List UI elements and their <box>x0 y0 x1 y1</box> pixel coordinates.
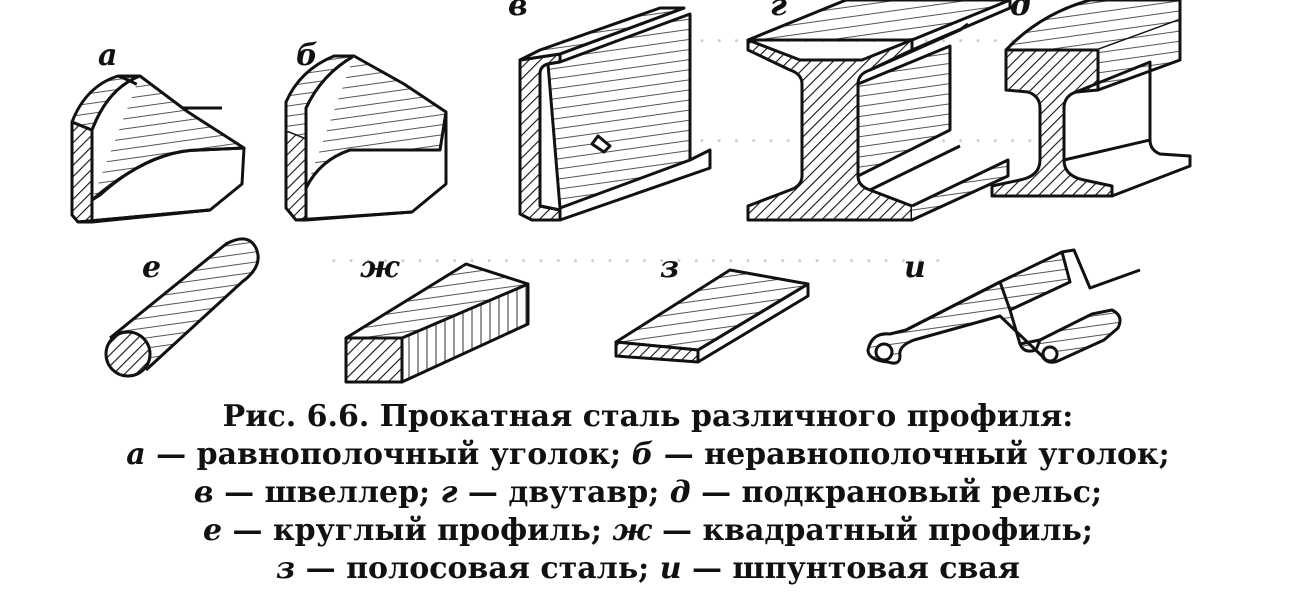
label-e: е <box>142 250 162 285</box>
caption-key: д <box>669 475 691 510</box>
caption-line-4: з — полосовая сталь; и — шпунтовая свая <box>60 550 1236 588</box>
label-d: д <box>1010 0 1031 23</box>
caption-text: — подкрановый рельс; <box>690 475 1103 510</box>
square-bar-drawing <box>344 262 530 384</box>
caption-key: а <box>126 437 146 472</box>
caption-key: г <box>440 475 458 510</box>
sheet-pile-drawing <box>866 248 1141 365</box>
caption-text: — двутавр; <box>457 475 670 510</box>
label-b: б <box>296 38 318 73</box>
caption-text: — равнополочный уголок; <box>145 437 632 472</box>
caption-key: и <box>659 551 682 586</box>
label-zh: ж <box>360 250 400 285</box>
caption-text: — полосовая сталь; <box>295 551 660 586</box>
bleed-through-text: . . . . . . . . . . . . . . . . . . . . … <box>330 240 943 268</box>
crane-rail-drawing <box>990 0 1192 198</box>
caption-line-1: а — равнополочный уголок; б — неравнопол… <box>60 436 1236 474</box>
round-bar-drawing <box>104 237 260 378</box>
label-a: а <box>98 38 118 73</box>
caption-key: ж <box>612 513 652 548</box>
caption-key: е <box>203 513 223 548</box>
label-v: в <box>508 0 528 23</box>
flat-bar-drawing <box>614 268 810 364</box>
caption-title: Рис. 6.6. Прокатная сталь различного про… <box>222 399 1074 434</box>
caption-key: з <box>276 551 296 586</box>
channel-drawing <box>518 6 712 222</box>
caption-line-2: в — швеллер; г — двутавр; д — подкрановы… <box>60 474 1236 512</box>
caption-text: — шпунтовая свая <box>681 551 1020 586</box>
unequal-angle-drawing <box>284 54 448 222</box>
equal-angle-drawing <box>70 74 246 224</box>
i-beam-drawing <box>746 0 1012 222</box>
caption-text: — неравнополочный уголок; <box>653 437 1170 472</box>
label-i: и <box>904 250 926 285</box>
label-z: з <box>660 250 680 285</box>
caption-key: б <box>631 437 654 472</box>
caption-text: — квадратный профиль; <box>651 513 1093 548</box>
caption-text: — швеллер; <box>213 475 441 510</box>
label-g: г <box>770 0 787 23</box>
caption-text: — круглый профиль; <box>222 513 613 548</box>
figure-caption: Рис. 6.6. Прокатная сталь различного про… <box>60 398 1236 588</box>
caption-line-3: е — круглый профиль; ж — квадратный проф… <box>60 512 1236 550</box>
caption-key: в <box>193 475 214 510</box>
